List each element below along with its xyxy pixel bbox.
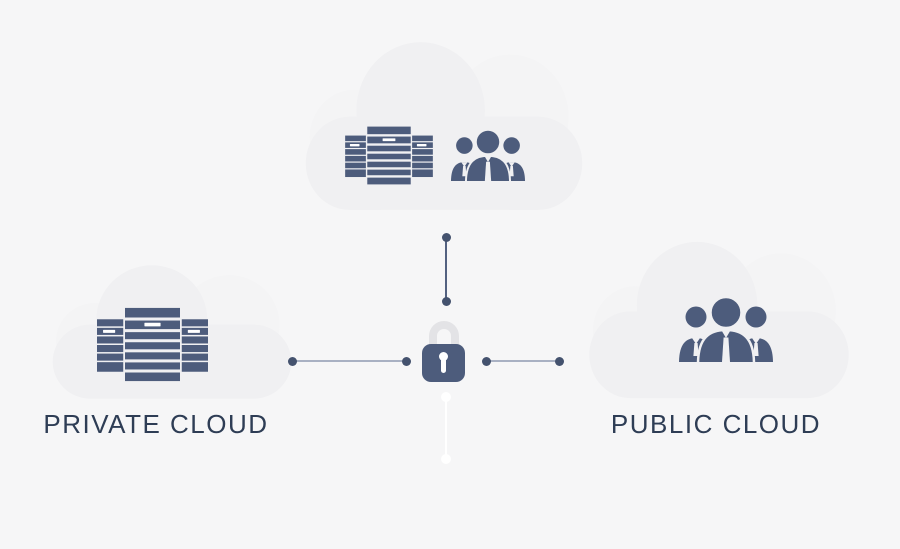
keyhole-icon: [439, 352, 448, 361]
connector-dot: [554, 356, 564, 366]
server-rack-icon: [97, 307, 208, 382]
lock-shackle: [429, 321, 459, 347]
connector-top-line: [445, 240, 447, 298]
connector-bottom-line: [444, 400, 447, 458]
connector-dot: [287, 356, 297, 366]
cloud-shape-top: [305, 42, 583, 210]
connector-dot-white: [440, 454, 451, 464]
private-cloud-label: PRIVATE CLOUD: [43, 409, 269, 439]
connector-dot: [401, 356, 411, 366]
users-icon: [450, 129, 526, 181]
keyhole-stem: [441, 358, 446, 373]
connector-dot: [481, 356, 491, 366]
server-rack-icon: [345, 126, 433, 185]
public-cloud-label: PUBLIC CLOUD: [610, 409, 822, 439]
connector-dot: [441, 232, 451, 242]
connector-left-line: [296, 360, 402, 362]
connector-right-line: [490, 360, 555, 362]
connector-dot-white: [440, 392, 451, 402]
users-icon: [678, 296, 774, 362]
connector-dot: [441, 296, 451, 306]
